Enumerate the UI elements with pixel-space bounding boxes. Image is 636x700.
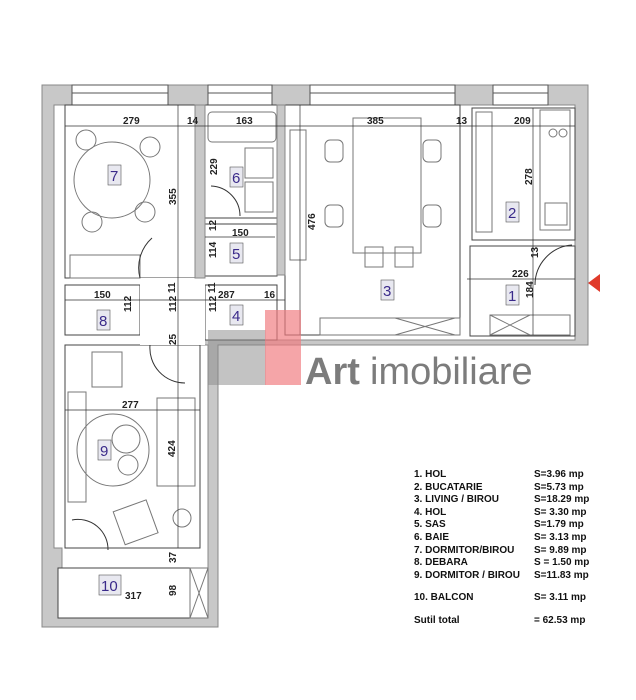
dim-112: 112 — [123, 295, 134, 312]
dim-424: 424 — [167, 440, 178, 457]
legend-area: S= 9.89 mp — [534, 544, 587, 556]
dim-229: 229 — [209, 158, 220, 175]
legend-item: 4. HOL — [414, 506, 447, 518]
room-number-9: 9 — [100, 443, 108, 460]
dim-277: 277 — [122, 400, 139, 411]
room-6 — [204, 104, 281, 219]
room-number-2: 2 — [508, 205, 516, 222]
room-2 — [471, 107, 576, 241]
room-number-3: 3 — [383, 283, 391, 300]
room-number-7: 7 — [110, 168, 118, 185]
dim-12: 12 — [208, 219, 219, 231]
dim-112: 112 — [168, 295, 179, 312]
dim-317: 317 — [125, 591, 142, 602]
dim-13: 13 — [456, 116, 468, 127]
legend-area: S= 3.30 mp — [534, 506, 587, 518]
legend-item: 9. DORMITOR / BIROU — [414, 569, 520, 581]
dim-150: 150 — [94, 290, 111, 301]
dim-287: 287 — [218, 290, 235, 301]
dim-163: 163 — [236, 116, 253, 127]
legend-area: S=5.73 mp — [534, 481, 584, 493]
dim-11: 11 — [207, 282, 218, 293]
legend-item: 8. DEBARA — [414, 557, 468, 569]
room-number-5: 5 — [232, 246, 240, 263]
dim-209: 209 — [514, 116, 531, 127]
dim-476: 476 — [307, 213, 318, 230]
legend-item: 6. BAIE — [414, 531, 450, 543]
dim-25: 25 — [168, 333, 179, 345]
legend-area: S=18.29 mp — [534, 494, 590, 506]
logo-brand: Art — [305, 351, 360, 393]
legend-item: 7. DORMITOR/BIROU — [414, 544, 515, 556]
legend-area: S= 3.13 mp — [534, 531, 587, 543]
room-3 — [284, 104, 461, 336]
dim-226: 226 — [512, 269, 529, 280]
windows — [71, 84, 549, 106]
entrance-marker — [588, 274, 600, 292]
room-1 — [469, 245, 576, 337]
legend-item: 1. HOL — [414, 469, 447, 480]
dim-114: 114 — [208, 241, 219, 258]
room-10 — [57, 567, 209, 619]
dim-13-vertical: 13 — [530, 246, 541, 258]
furniture — [67, 109, 571, 619]
room-number-4: 4 — [232, 308, 240, 325]
dim-16: 16 — [264, 290, 276, 301]
legend-total: = 62.53 mp — [534, 614, 586, 626]
legend-item: 2. BUCATARIE — [414, 481, 483, 493]
legend-balcony-area: S= 3.11 mp — [534, 592, 586, 604]
dim-278: 278 — [524, 168, 535, 185]
room-9 — [64, 344, 201, 549]
legend-balcony: 10. BALCON — [414, 592, 474, 604]
room-number-1: 1 — [508, 288, 516, 305]
dim-279: 279 — [123, 116, 140, 127]
room-7 — [64, 104, 196, 279]
area-legend: 1. HOL S=3.96 mp 2. BUCATARIE S=5.73 mp 3.… — [414, 469, 589, 628]
dim-11: 11 — [167, 282, 178, 293]
dim-150: 150 — [232, 228, 249, 239]
dim-112: 112 — [208, 295, 219, 312]
dim-385: 385 — [367, 116, 384, 127]
dim-98: 98 — [168, 584, 179, 596]
legend-item: 5. SAS — [414, 519, 446, 531]
dim-14: 14 — [187, 116, 199, 127]
legend-area: S=11.83 mp — [534, 569, 589, 581]
legend-item: 3. LIVING / BIROU — [414, 494, 500, 506]
dimension-labels: 279 14 163 385 13 209 229 355 476 278 12… — [94, 116, 541, 602]
logo-watermark: Art imobiliare — [208, 310, 533, 393]
room-number-8: 8 — [99, 313, 107, 330]
room-number-6: 6 — [232, 170, 240, 187]
dim-184: 184 — [525, 281, 536, 298]
dim-37: 37 — [168, 551, 179, 563]
room-number-10: 10 — [101, 578, 118, 595]
logo-suffix: imobiliare — [370, 351, 533, 393]
legend-area: S=1.79 mp — [534, 519, 584, 531]
doors — [71, 185, 573, 551]
legend-area: S=3.96 mp — [534, 469, 584, 480]
room-labels — [96, 164, 520, 596]
legend-total-label: Sutil total — [414, 614, 460, 626]
legend-area: S = 1.50 mp — [534, 557, 590, 569]
dim-355: 355 — [168, 188, 179, 205]
